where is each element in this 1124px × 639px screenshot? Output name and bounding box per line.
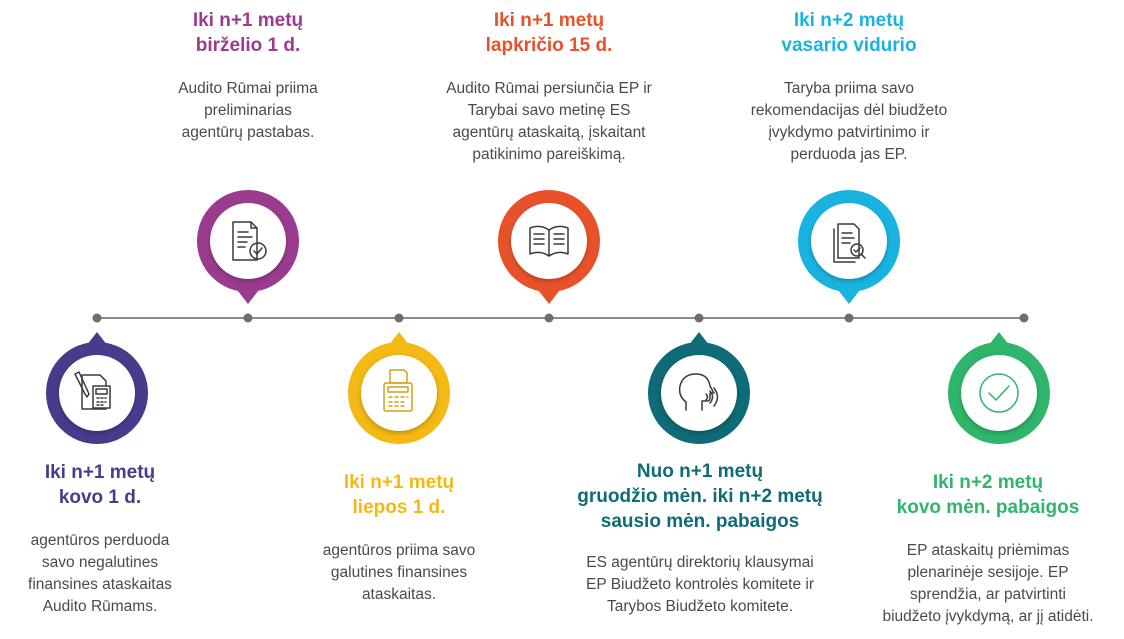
marker-2 xyxy=(197,190,299,304)
milestone-7-date: Iki n+2 metų kovo mėn. pabaigos xyxy=(896,472,1080,518)
milestone-2: Iki n+1 metų birželio 1 d. Audito Rūmai … xyxy=(145,8,351,144)
speaking-head-icon xyxy=(678,373,719,411)
milestone-5: Nuo n+1 metų gruodžio mėn. iki n+2 metų … xyxy=(532,459,868,618)
milestone-4-date: Iki n+1 metų lapkričio 15 d. xyxy=(485,10,613,56)
calculator-printer-icon xyxy=(383,369,413,412)
milestone-3-description: agentūros priima savo galutines finansin… xyxy=(322,542,476,603)
milestone-4-description: Audito Rūmai persiunčia EP ir Tarybai sa… xyxy=(446,80,652,163)
milestone-5-description: ES agentūrų direktorių klausymai EP Biud… xyxy=(585,554,815,615)
milestone-2-date: Iki n+1 metų birželio 1 d. xyxy=(192,10,304,56)
milestone-1: Iki n+1 metų kovo 1 d. agentūros perduod… xyxy=(2,460,198,618)
marker-4 xyxy=(498,190,600,304)
milestone-1-description: agentūros perduoda savo negalutines fina… xyxy=(28,532,172,615)
milestone-1-date: Iki n+1 metų kovo 1 d. xyxy=(44,462,156,508)
milestone-6-date: Iki n+2 metų vasario vidurio xyxy=(781,10,917,56)
calculator-document-icon xyxy=(74,371,111,410)
open-book-icon xyxy=(529,225,569,257)
milestone-3: Iki n+1 metų liepos 1 d. agentūros priim… xyxy=(290,470,508,606)
milestone-6-description: Taryba priima savo rekomendacijas dėl bi… xyxy=(750,80,948,163)
document-check-icon xyxy=(232,221,267,261)
milestone-3-date: Iki n+1 metų liepos 1 d. xyxy=(343,472,455,518)
milestone-4: Iki n+1 metų lapkričio 15 d. Audito Rūma… xyxy=(414,8,684,166)
marker-7 xyxy=(948,332,1050,444)
document-search-icon xyxy=(833,223,866,263)
milestone-5-date: Nuo n+1 metų gruodžio mėn. iki n+2 metų … xyxy=(577,461,823,532)
milestone-6: Iki n+2 metų vasario vidurio Taryba prii… xyxy=(726,8,972,166)
check-circle-icon xyxy=(979,373,1019,413)
timeline-dots xyxy=(92,313,1029,323)
milestone-7-description: EP ataskaitų priėmimas plenarinėje sesij… xyxy=(882,542,1094,625)
marker-1 xyxy=(46,332,148,444)
marker-6 xyxy=(798,190,900,304)
milestone-7: Iki n+2 metų kovo mėn. pabaigos EP atask… xyxy=(852,470,1124,628)
marker-5 xyxy=(648,332,750,444)
milestone-2-description: Audito Rūmai priima preliminarias agentū… xyxy=(178,80,318,141)
marker-3 xyxy=(348,332,450,444)
